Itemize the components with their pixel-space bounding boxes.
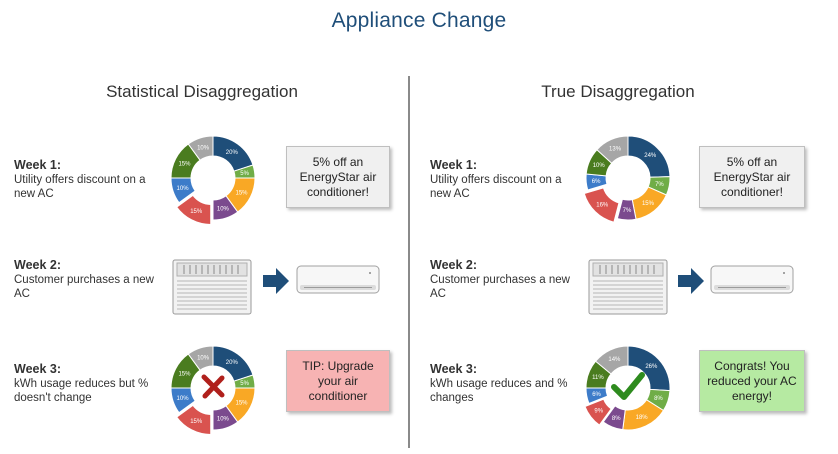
donut-slice-label: 11% [592,375,604,381]
donut-chart-statistical-week-1: 20% 5% 15% 10% 15% 10% 15% 10% [170,135,256,225]
panel-heading-statistical: Statistical Disaggregation [106,82,298,101]
panel-divider [408,76,410,448]
donut-slice-label: 20% [226,360,239,366]
donut-slice-label: 15% [178,161,191,167]
tip-callout: TIP: Upgrade your air conditioner [286,350,390,412]
donut-slice-label: 20% [226,150,239,156]
week-1-text-true: Week 1: Utility offers discount on a new… [430,158,580,201]
arrow-right-icon [678,268,704,294]
donut-slice-label: 10% [217,206,230,212]
page-title: Appliance Change [331,9,507,32]
donut-slice [584,398,612,426]
cross-icon [201,374,225,399]
week-label: Week 3: [14,362,62,376]
donut-slice-label: 7% [655,182,664,188]
donut-chart-statistical-week-3: 20% 5% 15% 10% 15% 10% 15% 10% [170,345,256,435]
donut-slice-label: 10% [217,416,230,422]
donut-slice-label: 8% [612,416,621,422]
donut-slice-label: 5% [240,171,249,177]
donut-chart-true-week-3: 26% 8% 18% 8% 9% 6% 11% 14% [584,345,671,431]
donut-slice-label: 15% [190,209,203,215]
donut-slice [176,194,212,225]
donut-slice [212,195,239,221]
checkmark-icon [611,372,645,400]
week-description: Utility offers discount on a new AC [14,174,146,200]
discount-callout-true: 5% off an EnergyStar air conditioner! [699,146,805,208]
donut-slice [187,135,214,161]
donut-slice-label: 16% [596,203,609,209]
donut-slice [176,404,212,435]
week-3-text-true: Week 3: kWh usage reduces and % changes [430,362,580,405]
donut-slice [187,345,214,371]
window-ac-unit-icon [588,259,668,315]
week-description: kWh usage reduces and % changes [430,378,568,404]
donut-slice-label: 15% [236,191,249,197]
donut-slice [616,198,637,221]
donut-slice-label: 10% [197,146,210,152]
week-1-text-statistical: Week 1: Utility offers discount on a new… [14,158,164,201]
donut-slice [212,405,239,431]
week-description: Customer purchases a new AC [14,274,154,300]
donut-slice-label: 26% [645,364,658,370]
donut-slice-label: 8% [654,396,663,402]
donut-slice-label: 10% [197,356,210,362]
donut-slice-label: 5% [240,381,249,387]
arrow-right-icon [263,268,289,294]
donut-slice [602,405,626,431]
donut-slice-label: 10% [177,396,190,402]
donut-slice-label: 6% [592,179,601,185]
week-label: Week 3: [430,362,478,376]
split-ac-unit-icon [710,265,794,294]
week-label: Week 2: [430,258,478,272]
donut-slice-label: 7% [623,208,632,214]
donut-slice-label: 10% [177,186,190,192]
week-description: Utility offers discount on a new AC [430,174,562,200]
week-2-text-true: Week 2: Customer purchases a new AC [430,258,580,301]
week-description: Customer purchases a new AC [430,274,570,300]
split-ac-unit-icon [296,265,380,294]
donut-slice-label: 15% [190,419,203,425]
week-label: Week 2: [14,258,62,272]
donut-slice-label: 24% [644,153,657,159]
donut-slice-label: 15% [178,371,191,377]
donut-slice [594,345,629,375]
week-description: kWh usage reduces but % doesn't change [14,378,149,404]
donut-slice-label: 15% [642,201,655,207]
donut-slice-label: 6% [592,392,601,398]
donut-slice [596,135,629,164]
panel-heading-true: True Disaggregation [541,82,695,101]
donut-slice-label: 15% [236,401,249,407]
donut-chart-true-week-1: 24% 7% 15% 7% 16% 6% 10% 13% [583,135,671,223]
donut-slice-label: 9% [594,409,603,415]
window-ac-unit-icon [172,259,252,315]
donut-slice-label: 14% [608,357,621,363]
donut-slice-label: 13% [609,147,622,153]
discount-callout-statistical: 5% off an EnergyStar air conditioner! [286,146,390,208]
donut-slice-label: 18% [636,415,649,421]
week-3-text-statistical: Week 3: kWh usage reduces but % doesn't … [14,362,164,405]
week-2-text-statistical: Week 2: Customer purchases a new AC [14,258,164,301]
week-label: Week 1: [430,158,478,172]
congrats-callout: Congrats! You reduced your AC energy! [699,350,805,412]
donut-slice [583,187,620,223]
week-label: Week 1: [14,158,62,172]
donut-slice-label: 10% [593,163,606,169]
